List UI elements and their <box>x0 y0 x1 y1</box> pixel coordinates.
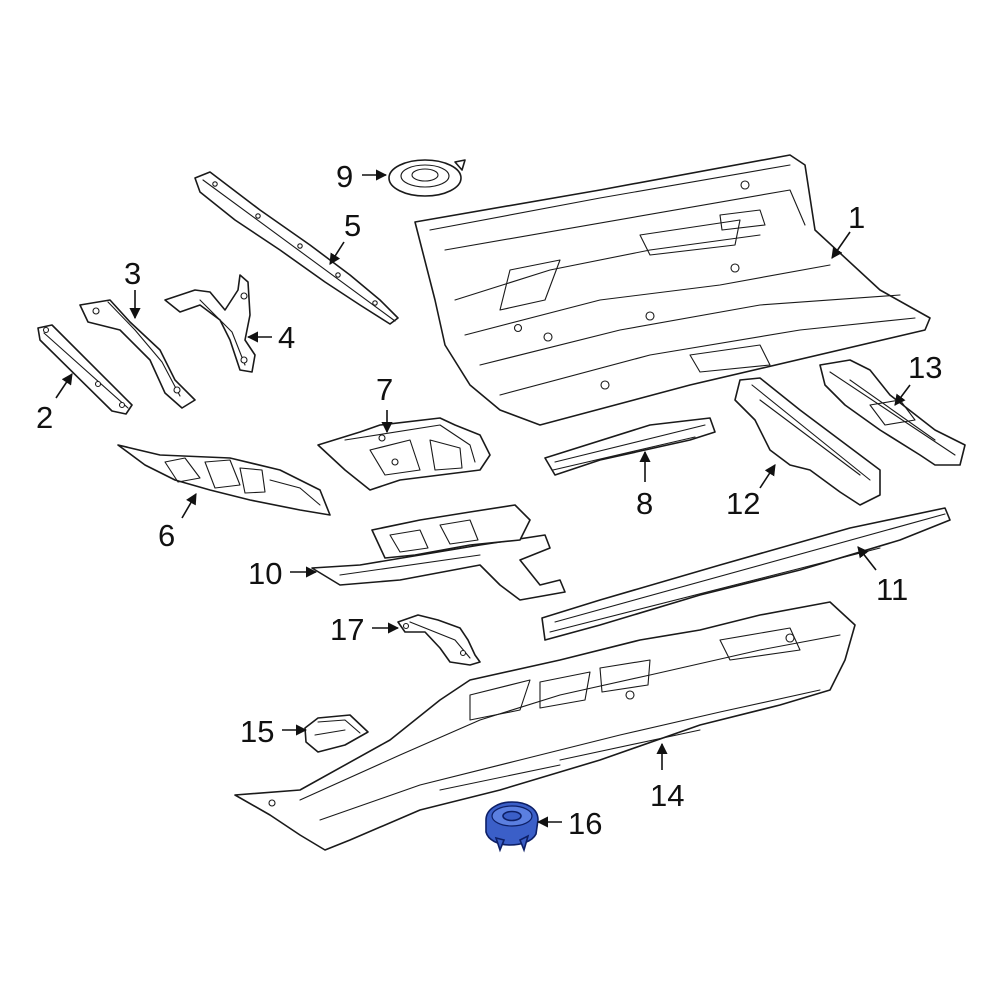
part-14-underbody-panel[interactable] <box>234 601 856 851</box>
callout-5: 5 <box>344 208 361 243</box>
callout-11: 11 <box>876 572 908 607</box>
callout-13: 13 <box>908 350 942 385</box>
leader-12 <box>759 464 776 489</box>
callout-2: 2 <box>36 400 53 435</box>
callout-labels: 1 2 3 4 5 6 7 8 9 10 11 12 13 14 15 16 1… <box>36 159 942 841</box>
part-8-crossmember[interactable] <box>544 417 716 476</box>
part-12-rail[interactable] <box>734 377 881 506</box>
part-11-rocker-rail[interactable] <box>541 507 951 641</box>
part-2-bracket[interactable] <box>37 324 133 415</box>
callout-9: 9 <box>336 159 353 194</box>
callout-4: 4 <box>278 320 295 355</box>
part-10-floor-panel[interactable] <box>311 504 566 601</box>
leader-6 <box>181 493 197 519</box>
part-5-reinforcement-strip[interactable] <box>194 171 399 325</box>
part-15-bracket[interactable] <box>304 714 369 753</box>
leader-1 <box>831 231 851 259</box>
leader-11 <box>857 546 877 571</box>
callout-17: 17 <box>330 612 364 647</box>
callout-16: 16 <box>568 806 602 841</box>
callout-8: 8 <box>636 486 653 521</box>
part-1-floor-pan[interactable] <box>414 154 931 426</box>
callout-14: 14 <box>650 778 684 813</box>
part-16-plug-highlighted[interactable] <box>485 801 539 853</box>
callout-10: 10 <box>248 556 282 591</box>
leader-5 <box>329 241 345 265</box>
part-13-rail[interactable] <box>819 359 966 466</box>
callout-6: 6 <box>158 518 175 553</box>
leader-2 <box>55 373 73 399</box>
callout-3: 3 <box>124 256 141 291</box>
part-4-bracket[interactable] <box>164 274 256 373</box>
callout-1: 1 <box>848 200 865 235</box>
callout-leaders <box>55 169 911 828</box>
part-3-bracket[interactable] <box>79 299 196 409</box>
callout-15: 15 <box>240 714 274 749</box>
part-6-floor-panel[interactable] <box>117 444 331 516</box>
leader-13 <box>894 384 911 406</box>
part-17-bracket[interactable] <box>397 614 481 666</box>
callout-7: 7 <box>376 372 393 407</box>
callout-12: 12 <box>726 486 760 521</box>
part-9-grommet[interactable] <box>388 159 466 197</box>
part-7-floor-panel[interactable] <box>317 417 491 491</box>
